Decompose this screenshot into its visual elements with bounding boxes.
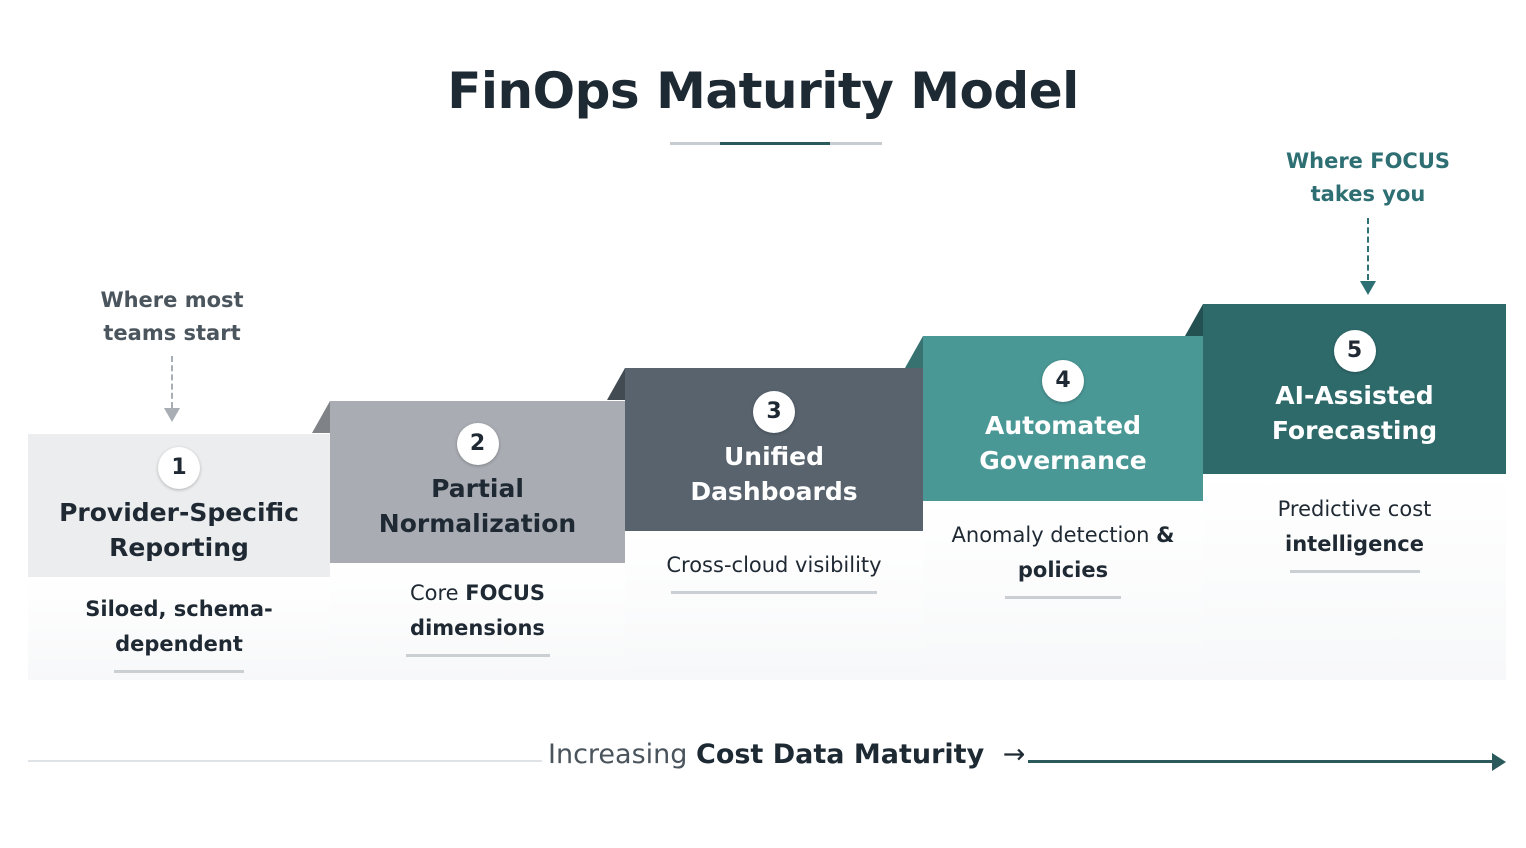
step-description-bold: FOCUS dimensions: [410, 581, 546, 640]
step-description-bold: Siloed, schema-dependent: [85, 597, 273, 656]
step-5-background: [1203, 474, 1506, 680]
step-2-description-underline: [405, 654, 550, 657]
step-title: Partial Normalization: [378, 474, 577, 538]
step-2-fold: [312, 401, 330, 433]
step-title: Unified Dashboards: [690, 441, 858, 506]
step-description-bold: intelligence: [1285, 532, 1424, 556]
title-underline-accent: [720, 142, 830, 145]
step-number-badge: 2: [456, 423, 499, 465]
step-number-badge: 1: [158, 446, 200, 489]
step-5-fold: [1185, 304, 1203, 336]
step-4-description-underline: [1005, 596, 1121, 599]
step-1-description: Siloed, schema-dependent: [79, 592, 279, 662]
axis-line-right: [1028, 760, 1494, 763]
axis-label-regular: Increasing: [548, 739, 696, 770]
step-description-regular: Predictive cost: [1277, 497, 1432, 521]
callout-start: Where most teams start: [100, 288, 244, 345]
step-description-regular: Cross-cloud visibility: [666, 553, 882, 577]
axis-line-left: [28, 760, 542, 762]
step-title: AI-Assisted Forecasting: [1271, 381, 1438, 445]
step-5-description: Predictive cost intelligence: [1245, 492, 1465, 562]
step-description-regular: Core: [409, 581, 466, 605]
axis-arrowhead-icon: [1492, 753, 1506, 771]
step-4-description: Anomaly detection & policies: [943, 518, 1183, 588]
step-3-background: [625, 531, 923, 680]
step-2-description: Core FOCUS dimensions: [378, 576, 578, 646]
step-5-description-underline: [1289, 570, 1420, 573]
step-3-fold: [607, 368, 625, 400]
step-title: Provider-Specific Reporting: [59, 497, 299, 562]
axis-label-bold: Cost Data Maturity: [696, 739, 985, 770]
callout-start-arrow-icon: [164, 408, 180, 422]
step-4-background: [923, 501, 1203, 680]
step-3-description: Cross-cloud visibility: [644, 548, 904, 583]
step-3-description-underline: [671, 591, 877, 594]
step-description-bold: & policies: [1017, 523, 1175, 582]
step-number-badge: 4: [1042, 359, 1084, 402]
axis-arrow-icon: →: [1002, 739, 1026, 770]
callout-start-dashed-line: [171, 356, 173, 408]
step-title: Automated Governance: [979, 410, 1147, 475]
axis-label: Increasing Cost Data Maturity →: [548, 739, 1025, 770]
callout-focus-dashed-line: [1367, 218, 1369, 280]
callout-focus: Where FOCUS takes you: [1285, 149, 1451, 206]
step-2-background: [330, 563, 625, 680]
page-title: FinOps Maturity Model: [447, 62, 1079, 120]
step-4-fold: [905, 336, 923, 368]
step-1-background: [28, 577, 330, 680]
step-number-badge: 5: [1333, 330, 1376, 372]
step-description-regular: Anomaly detection: [951, 523, 1157, 547]
step-number-badge: 3: [753, 390, 795, 433]
callout-focus-arrow-icon: [1360, 281, 1376, 295]
step-1-description-underline: [114, 670, 244, 673]
